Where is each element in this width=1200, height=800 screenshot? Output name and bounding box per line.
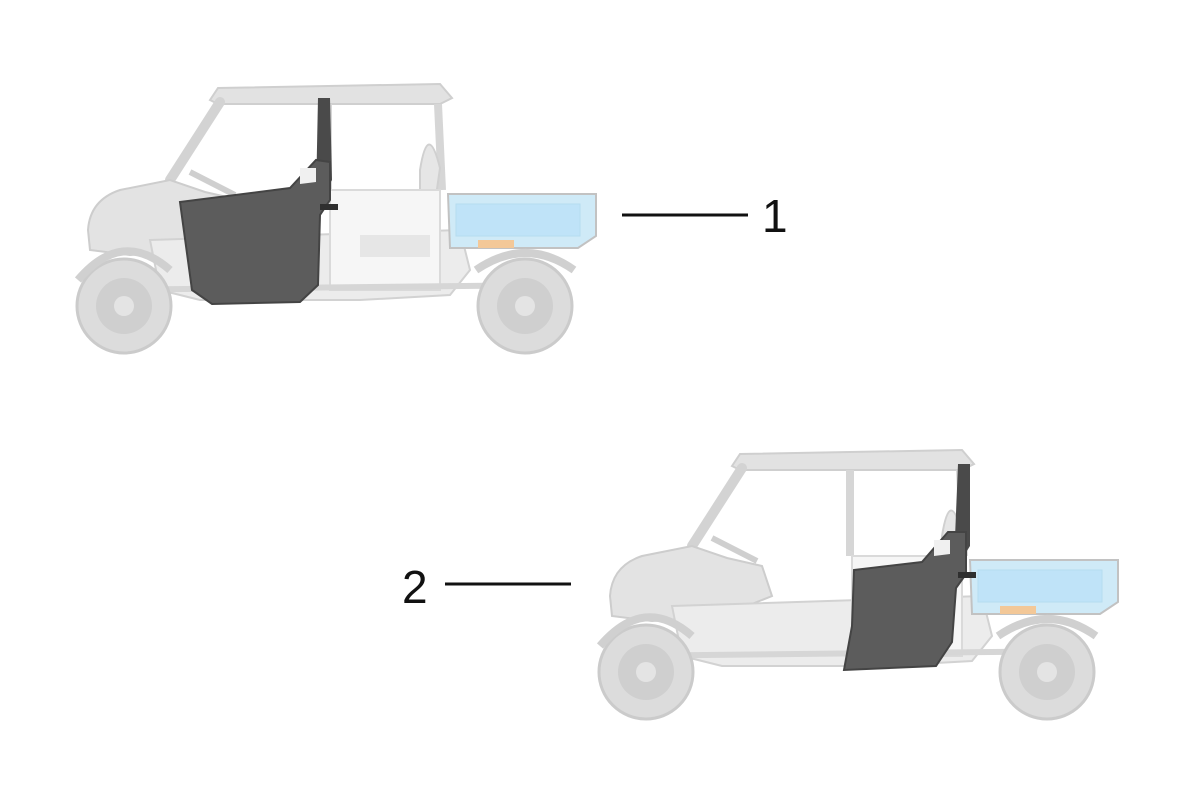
door-latch [320,204,338,210]
door-window-cutout [300,168,316,184]
vehicle-1 [77,84,596,353]
door-latch [958,572,976,578]
callout-number: 1 [762,190,788,242]
door-window-cutout [934,540,950,556]
vehicle-2 [599,450,1118,719]
callout-2: 2 [402,561,571,613]
utv-side-view-icon [77,84,596,353]
callout-1: 1 [622,190,788,242]
callout-number: 2 [402,561,428,613]
